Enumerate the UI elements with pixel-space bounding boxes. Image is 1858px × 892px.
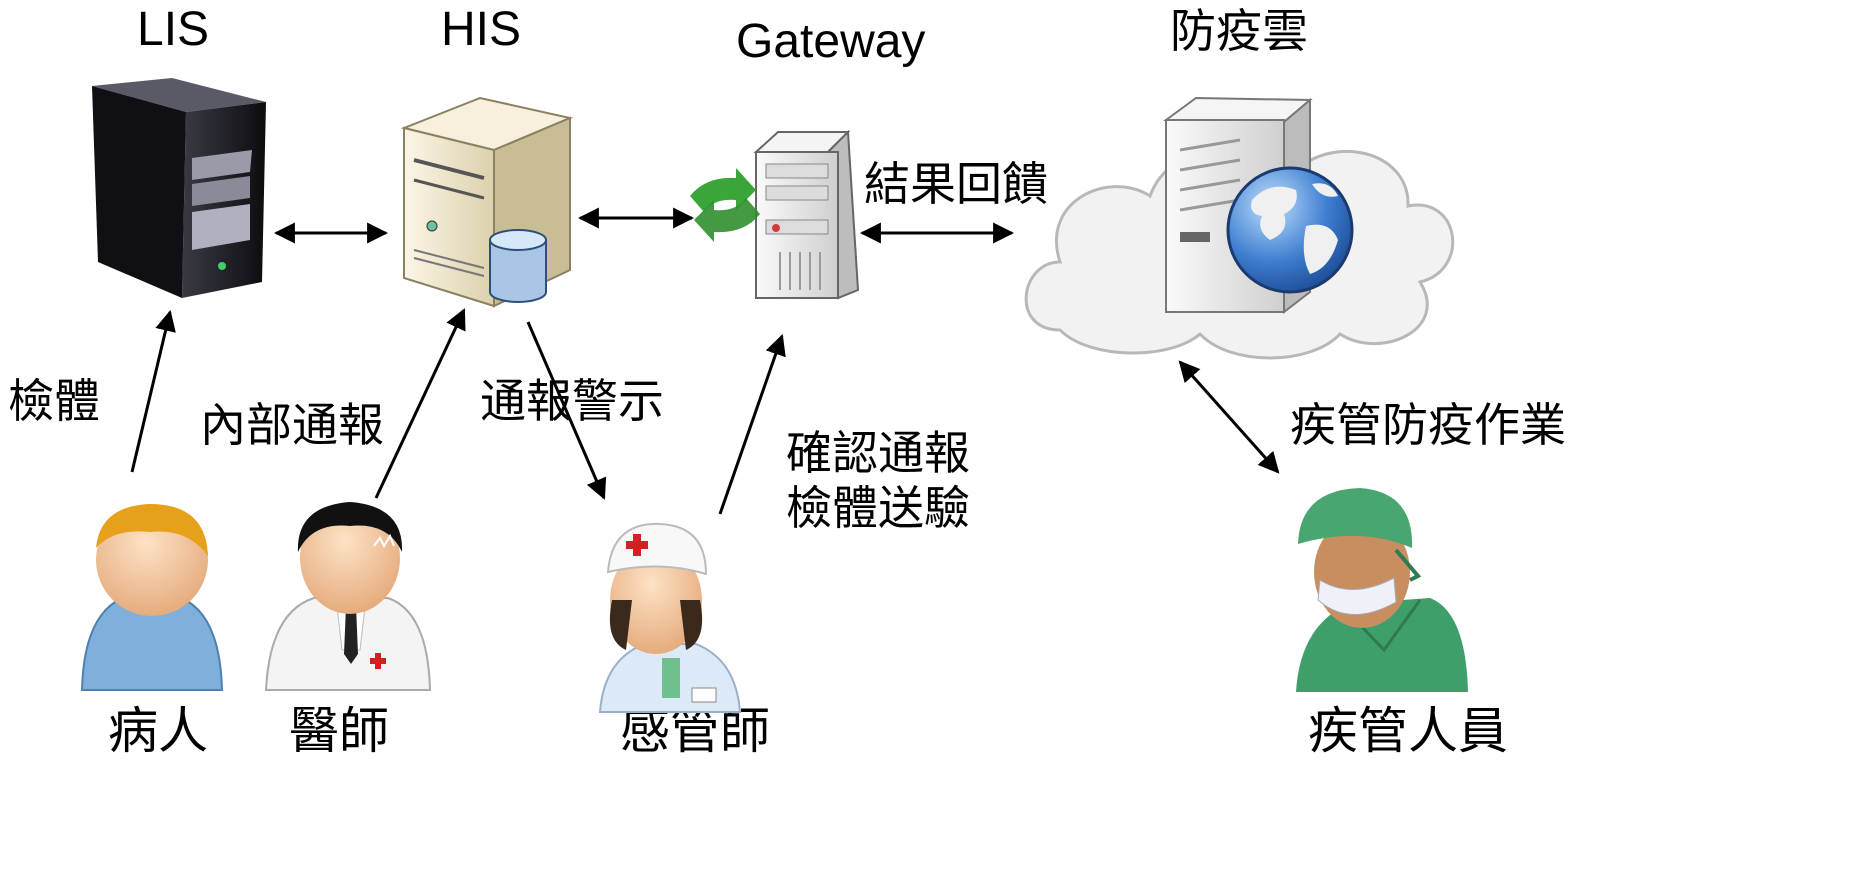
arrow-doctor-his (374, 308, 466, 499)
gateway-title: Gateway (736, 15, 926, 68)
actor-label-patient: 病人 (108, 702, 208, 760)
arrow-his-nurse (526, 321, 607, 500)
nurse-icon (598, 522, 742, 713)
his-server-icon (400, 96, 574, 308)
edge-label-specimen: 檢體 (8, 374, 100, 428)
edge-label-report-alert: 通報警示 (480, 374, 664, 428)
arrow-cloud-cdc-staff (1178, 360, 1280, 474)
actor-label-infection-control: 感管師 (620, 702, 770, 760)
gateway-server-icon (690, 129, 860, 300)
edge-label-result-feedback: 結果回饋 (864, 157, 1048, 211)
patient-icon (80, 504, 224, 691)
lis-title: LIS (137, 3, 210, 56)
sync-arrows-icon (690, 168, 760, 242)
doctor-icon (264, 502, 432, 691)
actor-label-cdc-staff: 疾管人員 (1308, 702, 1508, 760)
edge-label-cdc-operations: 疾管防疫作業 (1290, 398, 1566, 452)
edge-label-internal-report: 內部通報 (200, 398, 384, 452)
actor-label-doctor: 醫師 (289, 702, 389, 760)
arrow-nurse-gateway (718, 334, 786, 515)
lis-server-icon (92, 78, 266, 298)
edge-label-confirm-report: 確認通報 (786, 426, 970, 480)
his-title: HIS (441, 3, 522, 56)
globe-icon (1226, 166, 1354, 294)
cloud-title: 防疫雲 (1170, 4, 1308, 58)
database-icon (489, 229, 547, 303)
arrow-patient-lis (130, 309, 176, 473)
cdc-staff-icon (1296, 488, 1468, 692)
edge-label-specimen-test: 檢體送驗 (786, 481, 970, 535)
